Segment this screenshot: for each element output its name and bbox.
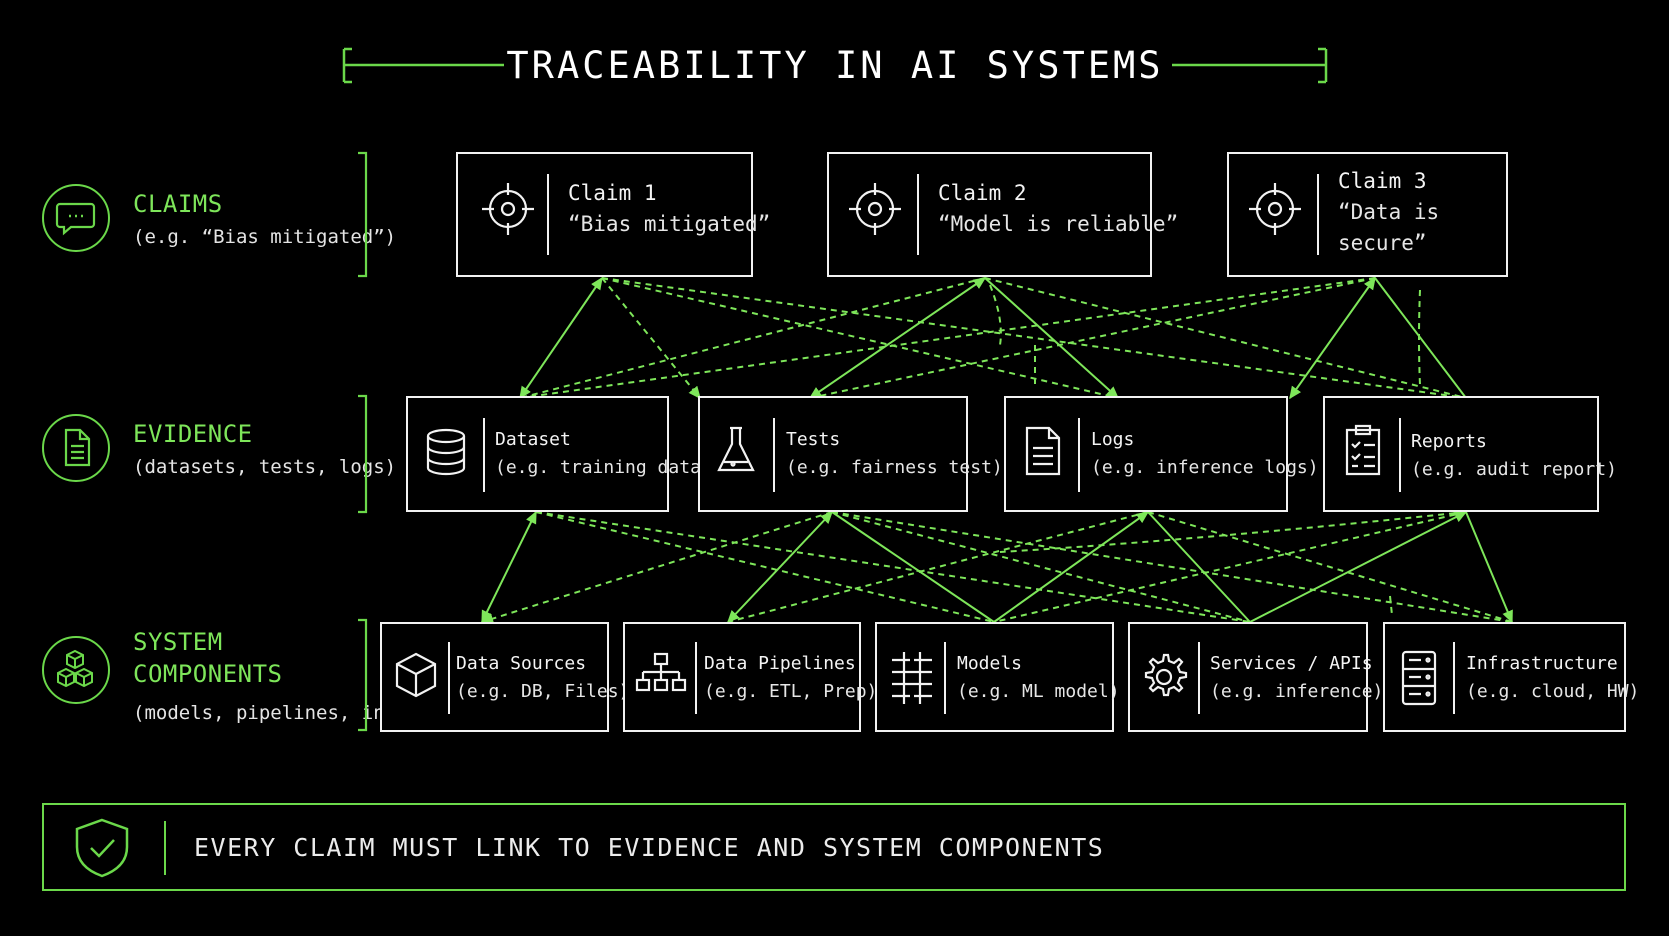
evidence-dataset-subtitle: (e.g. training data) <box>495 457 712 478</box>
component-data-sources-title: Data Sources <box>456 653 587 674</box>
row-brackets <box>358 151 368 732</box>
diagram-title: TRACEABILITY IN AI SYSTEMS <box>506 44 1164 87</box>
target-icon <box>1247 154 1303 275</box>
evidence-dataset-title: Dataset <box>495 429 571 450</box>
claim-3-title: Claim 3 <box>1338 169 1427 193</box>
component-data-pipelines-subtitle: (e.g. ETL, Prep) <box>704 681 878 702</box>
component-services-title: Services / APIs <box>1210 653 1373 674</box>
link-claim3-logs <box>1289 276 1376 400</box>
evidence-tests-subtitle: (e.g. fairness test) <box>786 457 1003 478</box>
components-row-title-line1: SYSTEM <box>133 628 223 656</box>
claim-1-card[interactable]: Claim 1 “Bias mitigated” <box>456 152 770 277</box>
claims-row-label: CLAIMS (e.g. “Bias mitigated”) <box>133 188 396 250</box>
component-infrastructure-title: Infrastructure <box>1466 653 1618 674</box>
claims-row-subtitle: (e.g. “Bias mitigated”) <box>133 226 397 248</box>
title-bracket-decoration <box>342 47 1328 84</box>
evidence-reports-card[interactable]: Reports (e.g. audit report) <box>1323 396 1617 512</box>
claims-row-title: CLAIMS <box>133 190 223 218</box>
shield-check-icon <box>75 818 129 878</box>
target-icon <box>480 154 536 275</box>
component-data-sources-card[interactable]: Data Sources (e.g. DB, Files) <box>380 622 629 732</box>
evidence-row-icon <box>42 414 110 482</box>
gear-icon <box>1140 624 1188 730</box>
component-infrastructure-subtitle: (e.g. cloud, HW) <box>1466 681 1640 702</box>
link-tests-models <box>831 511 995 623</box>
hierarchy-icon <box>635 624 687 730</box>
chat-bubble-icon <box>55 202 96 236</box>
claim-3-subtitle-line1: “Data is <box>1338 200 1440 224</box>
link-logs-services <box>1147 511 1251 623</box>
flask-icon <box>714 398 758 510</box>
link-claim1-dataset <box>519 276 603 400</box>
clipboard-icon <box>1341 398 1385 510</box>
claim-2-title: Claim 2 <box>938 181 1027 205</box>
evidence-reports-title: Reports <box>1411 431 1487 452</box>
component-data-sources-subtitle: (e.g. DB, Files) <box>456 681 630 702</box>
evidence-tests-title: Tests <box>786 429 841 450</box>
evidence-row-label: EVIDENCE (datasets, tests, logs) <box>133 418 396 480</box>
cubes-icon <box>57 649 93 688</box>
component-services-subtitle: (e.g. inference) <box>1210 681 1384 702</box>
component-infrastructure-card[interactable]: Infrastructure (e.g. cloud, HW) <box>1383 622 1639 732</box>
evidence-logs-card[interactable]: Logs (e.g. inference logs) <box>1004 396 1319 512</box>
components-row-title-line2: COMPONENTS <box>133 660 283 688</box>
log-file-icon <box>1022 398 1064 510</box>
claim-2-card[interactable]: Claim 2 “Model is reliable” <box>827 152 1178 277</box>
database-icon <box>424 398 468 510</box>
target-icon <box>847 154 903 275</box>
component-data-pipelines-card[interactable]: Data Pipelines (e.g. ETL, Prep) <box>623 622 877 732</box>
component-models-title: Models <box>957 653 1023 674</box>
evidence-reports-subtitle: (e.g. audit report) <box>1411 459 1617 480</box>
evidence-row-title: EVIDENCE <box>133 420 253 448</box>
cube-icon <box>394 624 438 730</box>
title-bar: TRACEABILITY IN AI SYSTEMS <box>340 44 1330 88</box>
document-icon <box>64 428 91 467</box>
evidence-dataset-card[interactable]: Dataset (e.g. training data) <box>406 396 712 512</box>
link-dataset-sources <box>481 510 537 624</box>
footer-divider <box>164 821 166 875</box>
components-row-subtitle: (models, pipelines, infra) <box>133 702 431 724</box>
evidence-row-subtitle: (datasets, tests, logs) <box>133 456 397 478</box>
footer-banner: EVERY CLAIM MUST LINK TO EVIDENCE AND SY… <box>42 803 1626 891</box>
link-reports-services <box>1249 511 1468 623</box>
network-grid-icon <box>889 624 935 730</box>
claim-3-subtitle-line2: secure” <box>1338 231 1427 255</box>
claim-3-card[interactable]: Claim 3 “Data is secure” <box>1227 152 1508 277</box>
footer-text: EVERY CLAIM MUST LINK TO EVIDENCE AND SY… <box>194 833 1105 862</box>
components-row-label: SYSTEM COMPONENTS (models, pipelines, in… <box>133 626 430 726</box>
component-data-pipelines-title: Data Pipelines <box>704 653 856 674</box>
evidence-logs-subtitle: (e.g. inference logs) <box>1091 457 1319 478</box>
link-logs-models <box>993 511 1150 623</box>
link-claim2-tests <box>808 277 987 399</box>
link-claim2-logs <box>984 277 1120 399</box>
claim-1-subtitle: “Bias mitigated” <box>568 212 771 236</box>
claim-1-title: Claim 1 <box>568 181 657 205</box>
evidence-tests-card[interactable]: Tests (e.g. fairness test) <box>698 396 1003 512</box>
component-services-card[interactable]: Services / APIs (e.g. inference) <box>1128 622 1383 732</box>
component-models-card[interactable]: Models (e.g. ML model) <box>875 622 1120 732</box>
claims-row-icon <box>42 184 110 252</box>
components-row-icon <box>42 636 110 704</box>
component-models-subtitle: (e.g. ML model) <box>957 681 1120 702</box>
link-reports-infra <box>1465 511 1513 624</box>
link-claim3-reports <box>1374 277 1467 399</box>
server-icon <box>1399 624 1439 730</box>
evidence-logs-title: Logs <box>1091 429 1135 450</box>
link-tests-pipelines <box>727 510 833 624</box>
claim-2-subtitle: “Model is reliable” <box>938 212 1179 236</box>
